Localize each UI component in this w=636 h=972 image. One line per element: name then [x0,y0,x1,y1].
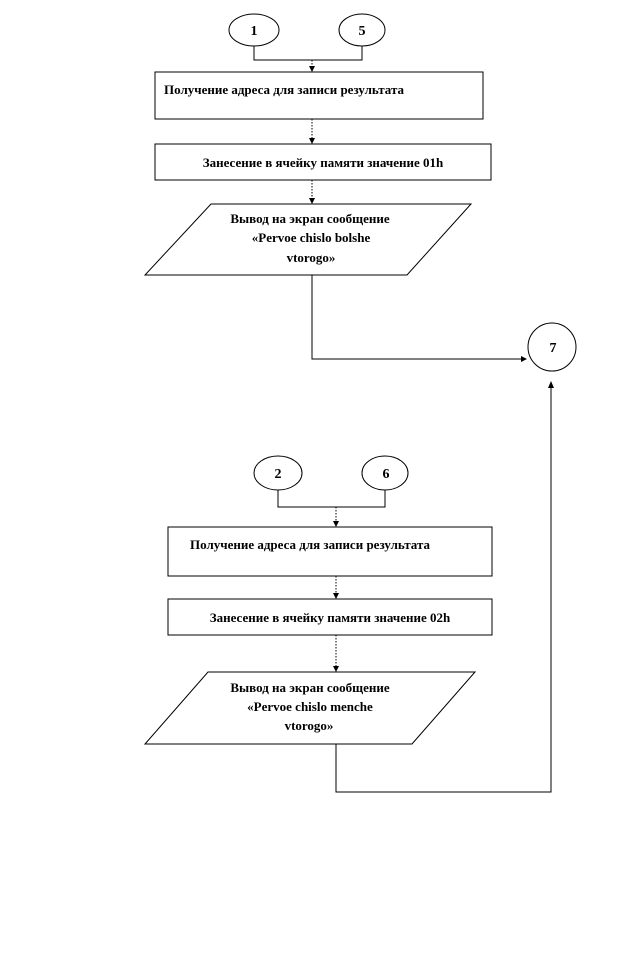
arrowhead-output-lower [333,666,339,672]
connector-7-label: 7 [550,341,557,356]
process-get-address-lower-label: Получение адреса для записи результата [190,537,430,552]
process-store-lower [167,598,493,636]
merge-line-upper [253,46,363,61]
connector-5-label: 5 [359,24,366,39]
connector-1-label: 1 [251,24,258,39]
exit-connector-group: 7 [527,322,577,372]
output-lower-line-1: Вывод на экран сообщение [230,680,390,695]
connector-2-label: 2 [275,467,282,482]
arrowhead-lower-to-exit [548,381,554,388]
connector-6-label: 6 [383,467,390,482]
merge-line-lower [277,490,386,508]
output-lower-line-3: vtorogo» [285,718,334,733]
process-store-upper-label: Занесение в ячейку памяти значение 01h [203,155,444,170]
process-get-address-lower [167,526,493,577]
line-lower-to-exit [335,387,552,793]
connector-7 [527,322,577,372]
arrowhead-address-lower [333,521,339,527]
arrowhead-upper-to-exit [521,356,527,362]
line-upper-to-exit [311,275,522,360]
output-upper-line-3: vtorogo» [287,250,336,265]
output-lower-line-2: «Pervoe chislo menche [247,699,373,714]
process-get-address-upper-label: Получение адреса для записи результата [164,82,404,97]
output-message-upper [143,203,473,276]
lower-branch: 2 6 Получение адреса для записи результа… [143,381,554,793]
process-store-lower-label: Занесение в ячейку памяти значение 02h [210,610,451,625]
upper-branch: 1 5 Получение адреса для записи результа… [143,13,527,362]
output-upper-line-1: Вывод на экран сообщение [230,211,390,226]
arrowhead-store-lower [333,593,339,599]
process-store-upper [154,143,492,181]
process-get-address-upper [154,71,484,120]
arrowhead-store-upper [309,138,315,144]
output-message-lower [143,671,477,745]
arrowhead-output-upper [309,198,315,204]
output-upper-line-2: «Pervoe chislo bolshe [252,230,371,245]
arrowhead-address-upper [309,66,315,72]
